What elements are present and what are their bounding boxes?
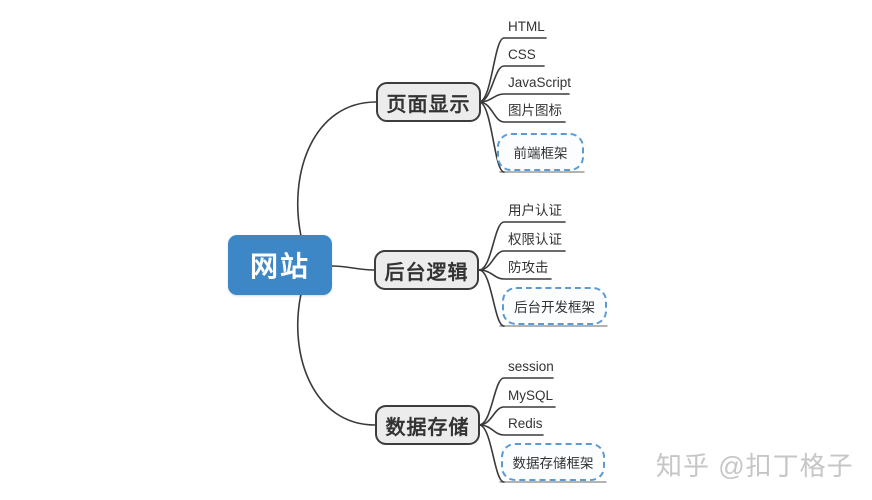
edge-root-branch2 <box>331 265 375 271</box>
leaf-node-frontend-framework[interactable]: 前端框架 <box>497 133 584 171</box>
edge-b3-redis <box>478 424 544 436</box>
leaf-node-css[interactable]: CSS <box>508 47 536 62</box>
edge-b2-userauth <box>478 221 566 271</box>
framed-leaf-label: 数据存储框架 <box>512 456 594 471</box>
branch-node-backend-logic[interactable]: 后台逻辑 <box>374 250 479 290</box>
edge-b3-mysql <box>478 406 556 426</box>
leaf-node-user-auth[interactable]: 用户认证 <box>508 203 562 218</box>
edge-root-branch1 <box>297 101 377 237</box>
edge-b3-framed <box>478 424 505 483</box>
edge-b3-session <box>478 377 554 426</box>
leaf-node-mysql[interactable]: MySQL <box>508 388 554 403</box>
framed-leaf-label: 后台开发框架 <box>514 300 595 315</box>
root-node-label: 网站 <box>249 251 310 282</box>
root-node-website[interactable]: 网站 <box>228 235 332 295</box>
leaf-node-html[interactable]: HTML <box>508 19 545 34</box>
leaf-node-images[interactable]: 图片图标 <box>508 103 562 118</box>
branch-node-page-display[interactable]: 页面显示 <box>376 82 481 122</box>
leaf-node-backend-framework[interactable]: 后台开发框架 <box>502 287 607 325</box>
branch-node-label: 后台逻辑 <box>384 261 469 284</box>
edge-b2-permauth <box>478 250 566 271</box>
watermark-text: 知乎 @扣丁格子 <box>656 451 854 481</box>
edge-b2-framed <box>478 269 505 327</box>
edge-b1-css <box>478 65 545 103</box>
edge-b1-framed <box>478 101 505 173</box>
branch-node-data-storage[interactable]: 数据存储 <box>375 405 480 445</box>
leaf-node-session[interactable]: session <box>508 359 554 374</box>
edge-b2-antiattack <box>478 269 552 280</box>
leaf-node-antiattack[interactable]: 防攻击 <box>508 260 549 275</box>
branch-node-label: 数据存储 <box>385 416 470 439</box>
edge-b1-html <box>478 37 547 103</box>
edge-b1-images <box>478 101 566 123</box>
branch-node-label: 页面显示 <box>386 93 471 116</box>
leaf-node-javascript[interactable]: JavaScript <box>508 75 572 90</box>
leaf-node-perm-auth[interactable]: 权限认证 <box>508 232 562 247</box>
framed-leaf-label: 前端框架 <box>513 146 568 161</box>
leaf-node-redis[interactable]: Redis <box>508 416 543 431</box>
leaf-node-storage-framework[interactable]: 数据存储框架 <box>501 443 605 481</box>
edge-root-branch3 <box>297 293 376 426</box>
edge-b1-javascript <box>478 93 570 103</box>
